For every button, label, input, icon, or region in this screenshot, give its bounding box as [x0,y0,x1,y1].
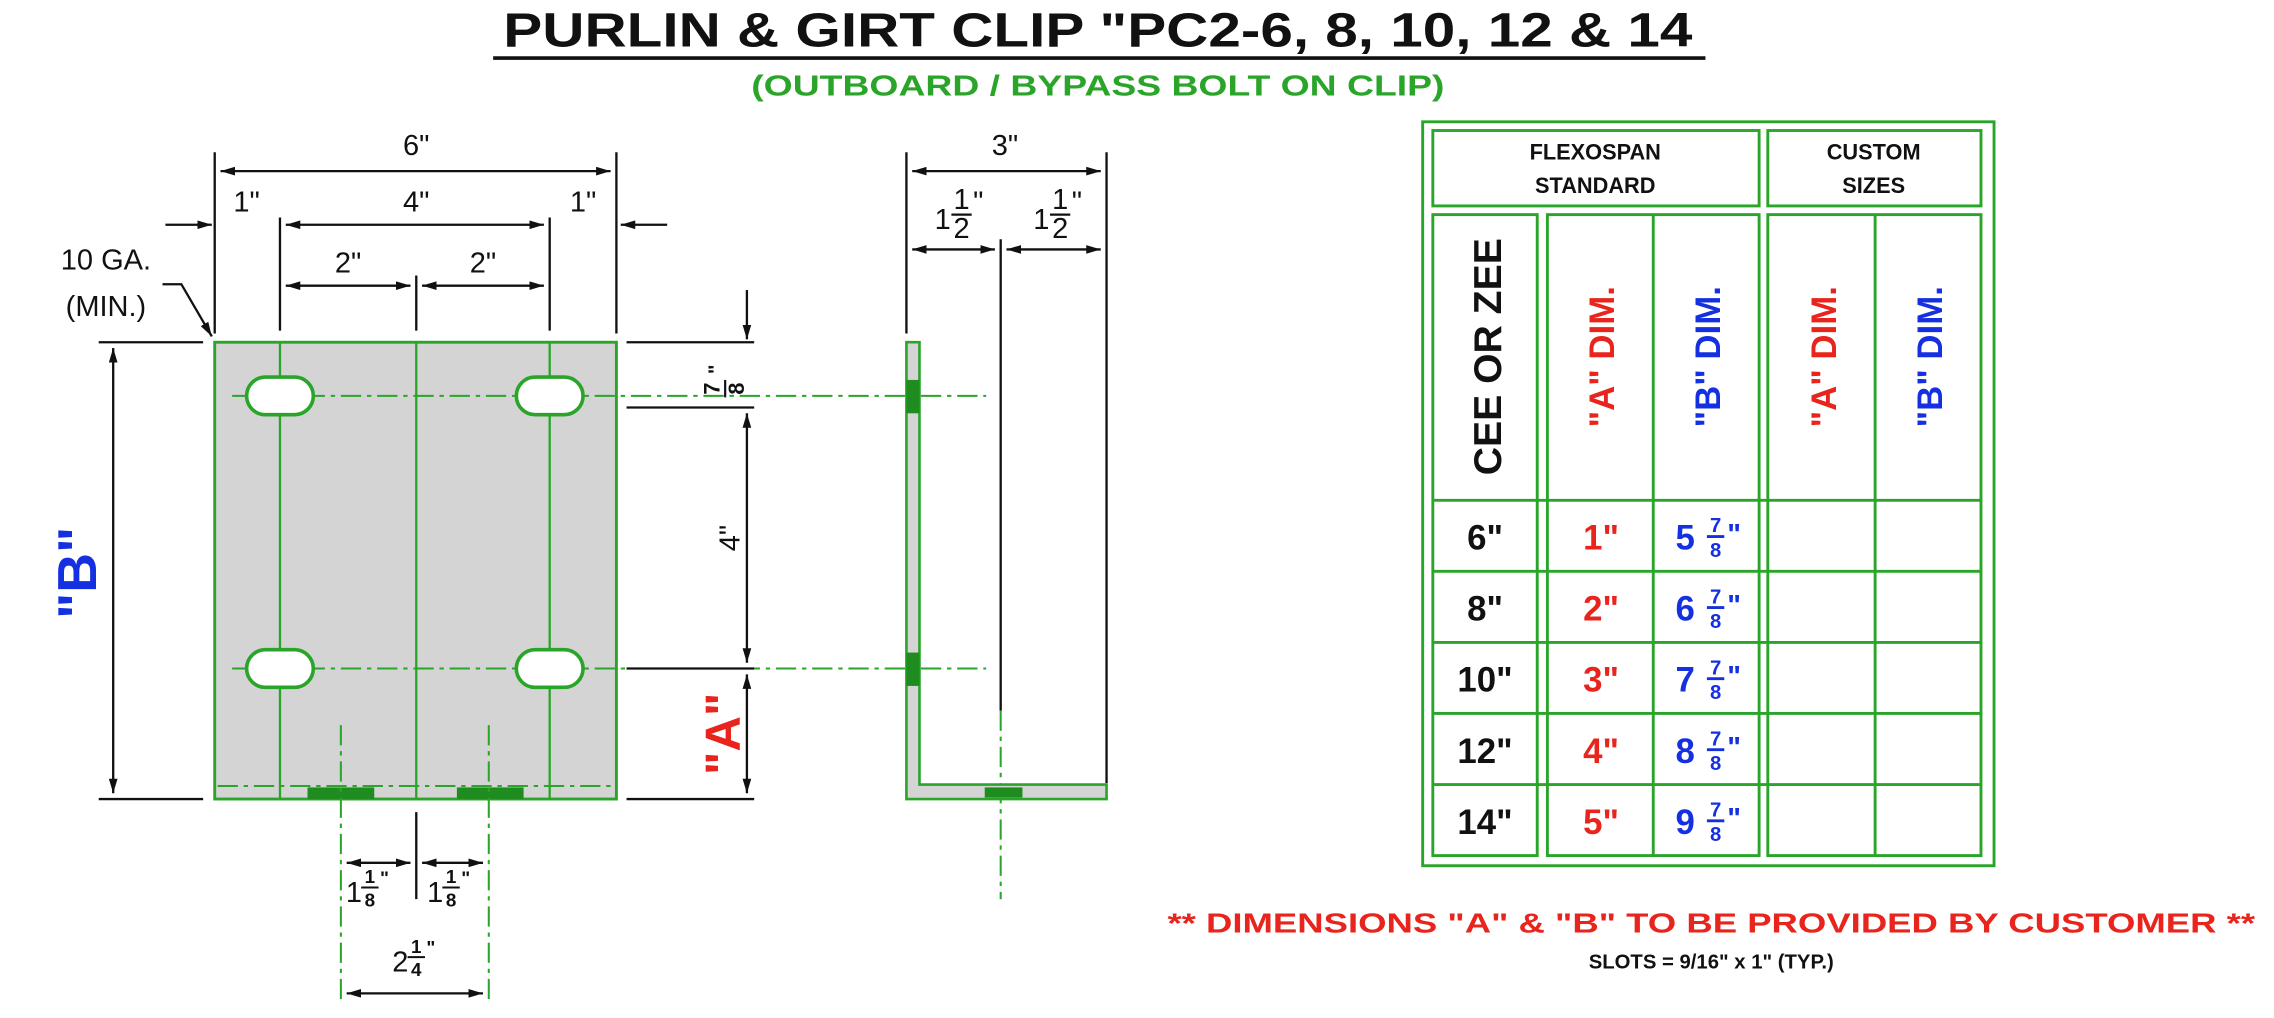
cell-b-whole: 8 [1675,732,1694,771]
cell-b-num: 7 [1710,657,1721,679]
cell-b-suffix: " [1727,590,1741,622]
cell-a-dim: 1" [1583,519,1619,558]
cell-size: 8" [1467,590,1503,629]
header-flexospan: FLEXOSPAN [1530,140,1661,165]
a-dimension-label: "A" [696,693,751,775]
dimension-table: FLEXOSPAN STANDARD CUSTOM SIZES CEE OR Z… [1421,120,1996,868]
cell-b-whole: 5 [1675,519,1694,558]
dim-side-overall: 3" [992,130,1018,162]
header-sizes: SIZES [1842,173,1905,198]
cell-b-den: 8 [1710,611,1721,633]
cell-size: 6" [1467,519,1503,558]
cell-size: 14" [1457,803,1512,842]
svg-text:2: 2 [392,947,408,979]
cell-b-num: 7 [1710,515,1721,537]
dim-side-left: 1 1 2 " [935,184,984,245]
col-header-std-b: "B" DIM. [1689,286,1728,427]
cell-b-den: 8 [1710,682,1721,704]
dim-half-right: 2" [470,248,496,280]
cell-b-whole: 7 [1675,661,1694,700]
dim-side-right: 1 1 2 " [1033,184,1082,245]
svg-text:8: 8 [446,889,456,910]
dim-edge-left: 1" [233,187,259,219]
front-view: 6" 1" 4" 1" 2" 2" 10 GA. (MIN.) "B" 7 [46,130,987,1001]
cell-b-den: 8 [1710,540,1721,562]
svg-text:2: 2 [953,213,969,245]
svg-text:": " [426,937,435,958]
header-custom: CUSTOM [1827,140,1921,165]
dim-vertical-spacing: 4" [715,525,747,551]
cell-a-dim: 5" [1583,803,1619,842]
slot-icon [244,375,585,690]
cell-b-num: 7 [1710,799,1721,821]
header-standard: STANDARD [1535,173,1655,198]
svg-text:1: 1 [1052,184,1068,216]
svg-text:1: 1 [346,877,362,909]
svg-text:1: 1 [953,184,969,216]
gauge-label: 10 GA. [61,245,151,277]
svg-text:1: 1 [365,866,375,887]
cell-b-den: 8 [1710,753,1721,775]
svg-text:7: 7 [699,383,724,395]
page-title: PURLIN & GIRT CLIP "PC2-6, 8, 10, 12 & 1… [503,4,1693,57]
b-dimension-label: "B" [46,527,108,619]
subtitle: (OUTBOARD / BYPASS BOLT ON CLIP) [751,71,1444,103]
cell-b-whole: 6 [1675,590,1694,629]
cell-b-suffix: " [1727,519,1741,551]
dim-half-left: 2" [335,248,361,280]
gauge-min-label: (MIN.) [66,291,147,323]
cell-b-den: 8 [1710,824,1721,846]
cell-b-suffix: " [1727,803,1741,835]
side-view: 3" 1 1 2 " 1 1 2 " [905,130,1108,900]
svg-text:": " [380,868,389,889]
cell-a-dim: 2" [1583,590,1619,629]
svg-text:2: 2 [1052,213,1068,245]
col-header-std-a: "A" DIM. [1583,286,1622,427]
svg-text:1: 1 [1033,204,1049,236]
customer-note: ** DIMENSIONS "A" & "B" TO BE PROVIDED B… [1167,907,2255,938]
dim-edge-right: 1" [570,187,596,219]
cell-a-dim: 4" [1583,732,1619,771]
svg-text:8: 8 [724,383,749,395]
cell-a-dim: 3" [1583,661,1619,700]
svg-text:4: 4 [411,959,422,980]
cell-b-suffix: " [1727,661,1741,693]
svg-text:1: 1 [935,204,951,236]
svg-text:1: 1 [446,866,456,887]
svg-text:1: 1 [411,936,421,957]
svg-text:": " [1072,187,1082,219]
dim-bottom-right: 1 1 8 " [427,866,470,910]
svg-text:1: 1 [427,877,443,909]
cell-size: 12" [1457,732,1512,771]
cell-size: 10" [1457,661,1512,700]
clip-angle-profile [905,340,1108,801]
col-header-custom-a: "A" DIM. [1805,286,1844,427]
cell-b-num: 7 [1710,586,1721,608]
col-header-custom-b: "B" DIM. [1911,286,1950,427]
svg-text:": " [705,365,727,375]
cell-b-num: 7 [1710,728,1721,750]
svg-text:": " [973,187,983,219]
dim-bottom-left: 1 1 8 " [346,866,389,910]
dim-overall-width: 6" [403,130,429,162]
cell-b-suffix: " [1727,732,1741,764]
svg-text:": " [461,868,470,889]
dim-hole-spacing: 4" [403,187,429,219]
dim-top-edge: 7 8 " [699,365,749,398]
cell-b-whole: 9 [1675,803,1694,842]
dim-bottom-total: 2 1 4 " [392,936,435,980]
col-header-size: CEE OR ZEE [1467,238,1510,475]
slots-note: SLOTS = 9/16" x 1" (TYP.) [1589,952,1834,974]
svg-text:8: 8 [365,889,375,910]
